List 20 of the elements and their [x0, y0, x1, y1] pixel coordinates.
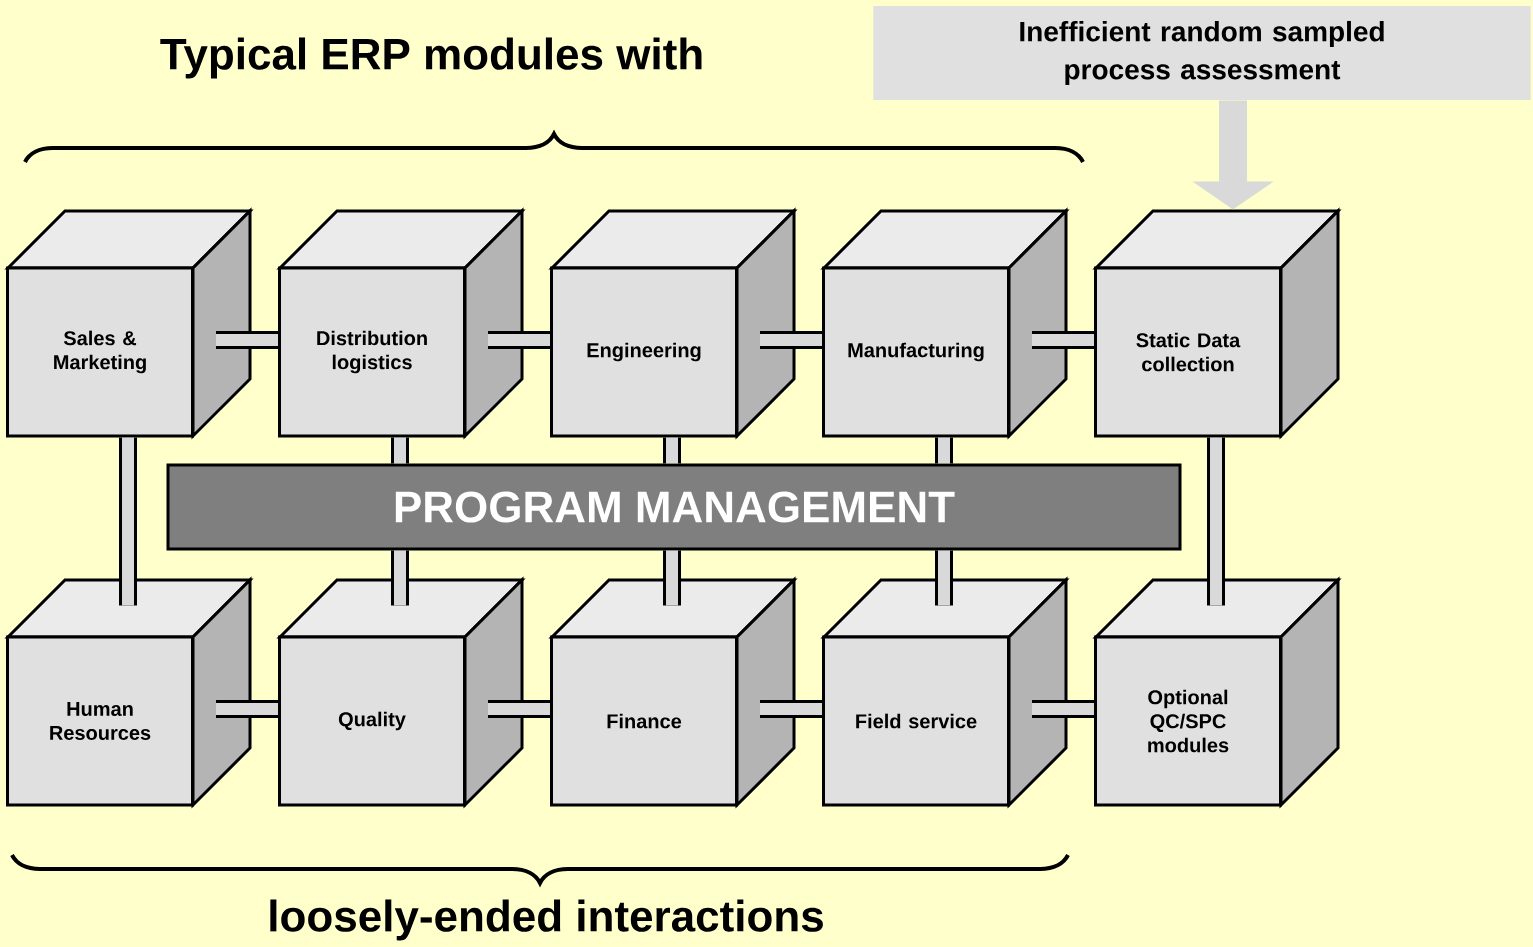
connector-bar — [391, 437, 409, 464]
caption: loosely-ended interactions — [270, 899, 823, 941]
connector-bar — [216, 331, 278, 349]
title: Typical ERP modules with — [160, 37, 702, 79]
connector-bar — [935, 550, 953, 606]
connector-bar — [488, 700, 550, 718]
connector-bar — [488, 331, 550, 349]
connector-bar — [119, 437, 137, 606]
connector-bar — [663, 550, 681, 606]
connector-bar — [1207, 437, 1225, 606]
connector-bar — [1032, 700, 1094, 718]
note-box: Inefficient random sampled process assessment — [873, 6, 1531, 100]
connector-bar — [663, 437, 681, 464]
connector-bar — [1032, 331, 1094, 349]
connector-bar — [935, 437, 953, 464]
connector-bar — [760, 331, 822, 349]
connector-bar — [216, 700, 278, 718]
connector-bar — [760, 700, 822, 718]
connector-bar — [391, 550, 409, 606]
program-bar: PROGRAM MANAGEMENT — [166, 463, 1182, 551]
